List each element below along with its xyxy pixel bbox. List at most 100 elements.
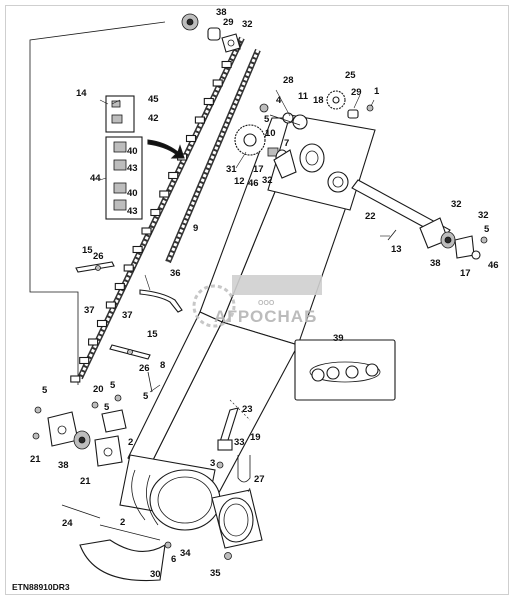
- callout-39: 39: [333, 333, 344, 344]
- inset-chain-routing-39: [294, 339, 396, 401]
- leader-lines: [99, 89, 390, 493]
- callout-46: 46: [248, 178, 259, 189]
- callout-40: 40: [127, 146, 138, 157]
- bolt-35: [224, 552, 232, 560]
- top-bearing-set: [181, 13, 241, 53]
- chain-paddle: [203, 97, 214, 106]
- callout-12: 12: [234, 176, 245, 187]
- callout-20: 20: [93, 384, 104, 395]
- figure-id: ETN88910DR3: [12, 582, 70, 592]
- watermark-prefix: ООО: [258, 300, 275, 307]
- chain-paddle: [132, 245, 143, 254]
- callout-32: 32: [451, 199, 462, 210]
- chain-paddle: [212, 79, 223, 87]
- shaft-22: [351, 179, 451, 239]
- callout-17: 17: [253, 164, 264, 175]
- callout-44: 44: [90, 173, 101, 184]
- callout-33: 33: [234, 437, 245, 448]
- callout-35: 35: [210, 568, 221, 579]
- callout-18: 18: [313, 95, 324, 106]
- chain-paddle: [150, 208, 161, 217]
- chain-paddle: [96, 319, 108, 328]
- callout-2: 2: [120, 517, 125, 528]
- scraper-strip-upper: [75, 261, 115, 273]
- right-bearing-set: [419, 217, 488, 260]
- callout-13: 13: [391, 244, 402, 255]
- pin-8: [147, 371, 153, 393]
- right-lower-fittings: [216, 407, 251, 483]
- callout-5: 5: [484, 224, 490, 235]
- hub-assembly: [259, 103, 308, 179]
- callout-26: 26: [93, 251, 104, 262]
- scraper-strip-lower: [109, 344, 151, 360]
- chain-paddle: [168, 171, 179, 180]
- callout-19: 19: [250, 432, 261, 443]
- callout-42: 42: [148, 113, 159, 124]
- callout-32: 32: [478, 210, 489, 221]
- callout-22: 22: [365, 211, 376, 222]
- callout-26: 26: [139, 363, 150, 374]
- callout-37: 37: [122, 310, 133, 321]
- chain-paddle: [194, 116, 205, 124]
- callout-6: 6: [171, 554, 176, 565]
- callout-5: 5: [42, 385, 48, 396]
- callout-2: 2: [128, 437, 133, 448]
- guide-rod-36: [139, 289, 183, 313]
- callout-38: 38: [216, 7, 227, 18]
- chain-paddle: [88, 338, 99, 346]
- chain-paddle: [123, 264, 134, 272]
- chain-paddle: [221, 60, 232, 69]
- assembly-outline-14: [29, 21, 166, 385]
- callout-5: 5: [143, 391, 149, 402]
- chain-paddle: [105, 301, 116, 309]
- callout-30: 30: [150, 569, 161, 580]
- callout-40: 40: [127, 188, 138, 199]
- callout-5: 5: [264, 114, 270, 125]
- chain-paddle: [70, 375, 81, 383]
- callout-10: 10: [265, 128, 276, 139]
- chain-paddle: [79, 356, 90, 365]
- watermark: ООО АГРОСНАБ: [192, 275, 322, 328]
- callout-29: 29: [351, 87, 362, 98]
- callout-25: 25: [345, 70, 356, 81]
- callout-38: 38: [430, 258, 441, 269]
- chain-paddle: [185, 134, 197, 143]
- callout-4: 4: [276, 95, 282, 106]
- chain-paddle: [159, 190, 170, 198]
- pin-13: [387, 229, 397, 241]
- callout-21: 21: [30, 454, 41, 465]
- strap-24: [61, 504, 101, 519]
- callout-32: 32: [242, 19, 253, 30]
- callout-1: 1: [374, 86, 380, 97]
- callout-45: 45: [148, 94, 159, 105]
- callout-14: 14: [76, 88, 87, 99]
- callout-21: 21: [80, 476, 91, 487]
- callout-46: 46: [488, 260, 499, 271]
- callout-7: 7: [284, 138, 289, 149]
- bolt-1: [366, 104, 374, 112]
- chain-paddle: [141, 227, 152, 235]
- callout-32: 32: [262, 175, 273, 186]
- bushing-29-right: [347, 109, 359, 119]
- callout-29: 29: [223, 17, 234, 28]
- flange-plate-27: [211, 489, 263, 549]
- drive-sprocket-31: [234, 124, 266, 156]
- callout-27: 27: [254, 474, 265, 485]
- callout-5: 5: [104, 402, 110, 413]
- bolt-34: [164, 541, 172, 549]
- callout-11: 11: [298, 91, 309, 102]
- callout-15: 15: [147, 329, 158, 340]
- bottom-cover-30: [79, 524, 166, 582]
- callout-31: 31: [226, 164, 237, 175]
- callout-8: 8: [160, 360, 165, 371]
- callout-43: 43: [127, 163, 138, 174]
- callout-28: 28: [283, 75, 294, 86]
- callout-24: 24: [62, 518, 73, 529]
- callout-3: 3: [210, 458, 215, 469]
- chain-paddle: [114, 282, 125, 291]
- upper-sprocket-25: [326, 90, 346, 110]
- callout-17: 17: [460, 268, 471, 279]
- left-lower-bearing-set: [32, 394, 127, 467]
- reference-arrow: [147, 139, 185, 159]
